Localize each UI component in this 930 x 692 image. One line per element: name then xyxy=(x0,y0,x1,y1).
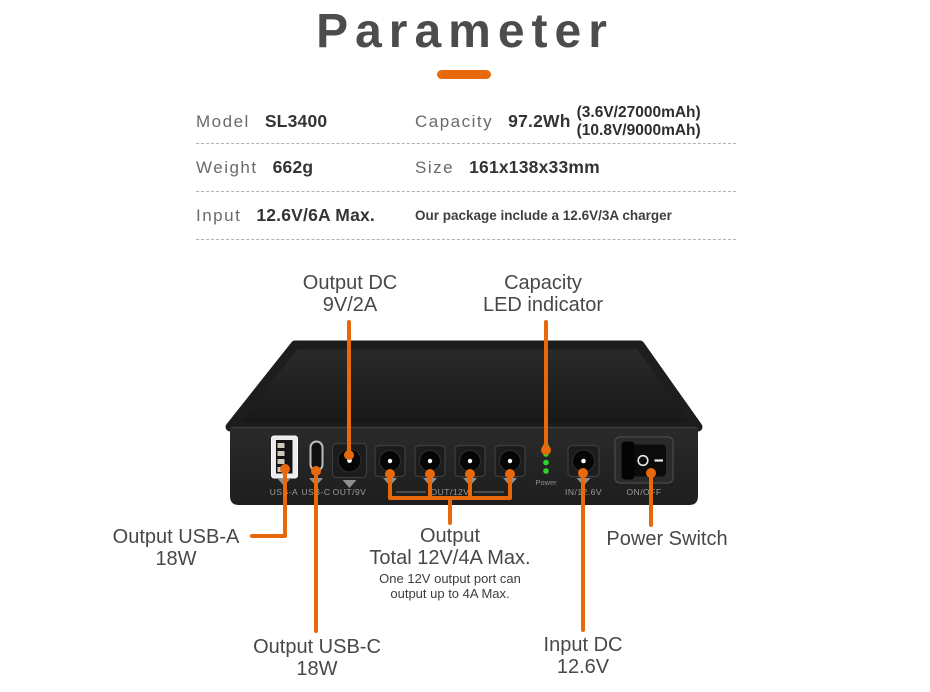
page-title: Parameter xyxy=(316,5,614,58)
in-12v-port-label: IN/12.6V xyxy=(565,487,602,497)
dc-out-12v-jack-4 xyxy=(494,444,526,478)
switch-off-symbol xyxy=(637,454,649,467)
size-label: Size xyxy=(415,157,455,177)
device-illustration: Power USB-A xyxy=(225,340,703,505)
usb-a-port-label: USB-A xyxy=(270,487,298,497)
input-value: 12.6V/6A Max. xyxy=(256,205,375,225)
callout-output-dc: Output DC 9V/2A xyxy=(302,272,398,316)
spec-row-model-capacity: Model SL3400 Capacity 97.2Wh (3.6V/27000… xyxy=(196,100,736,144)
model-value: SL3400 xyxy=(264,111,328,131)
capacity-label: Capacity xyxy=(415,111,494,131)
package-note: Our package include a 12.6V/3A charger xyxy=(415,208,672,223)
callout-usb-c: Output USB-C 18W xyxy=(253,636,381,680)
usb-c-port xyxy=(309,440,324,472)
dc-out-12v-jacks xyxy=(374,444,526,478)
power-led-label: Power xyxy=(535,478,557,487)
power-switch xyxy=(614,436,674,484)
device-top-face xyxy=(225,340,703,432)
weight-value: 662g xyxy=(272,157,314,177)
model-label: Model xyxy=(196,111,250,131)
callout-capacity-led: Capacity LED indicator xyxy=(482,272,604,316)
onoff-port-label: ON/OFF xyxy=(626,487,661,497)
usb-c-port-label: USB-C xyxy=(302,487,331,497)
input-label: Input xyxy=(196,205,242,225)
dc-in-jack xyxy=(567,444,600,478)
callout-input-dc: Input DC 12.6V xyxy=(543,634,623,678)
callout-out12v: Output Total 12V/4A Max. One 12V output … xyxy=(369,525,531,601)
spec-table: Model SL3400 Capacity 97.2Wh (3.6V/27000… xyxy=(196,100,736,240)
dc-out-12v-jack-3 xyxy=(454,444,486,478)
weight-label: Weight xyxy=(196,157,258,177)
out-9v-port-label: OUT/9V xyxy=(333,487,367,497)
spec-row-input: Input 12.6V/6A Max. Our package include … xyxy=(196,192,736,240)
callout-power-switch: Power Switch xyxy=(606,528,728,550)
capacity-detail-line2: (10.8V/9000mAh) xyxy=(576,121,701,139)
title-underline-accent xyxy=(437,70,491,79)
spec-row-weight-size: Weight 662g Size 161x138x33mm xyxy=(196,144,736,192)
size-value: 161x138x33mm xyxy=(469,157,600,177)
dc-out-12v-jack-1 xyxy=(374,444,406,478)
capacity-value: 97.2Wh xyxy=(508,111,571,131)
callout-out12v-note: One 12V output port can output up to 4A … xyxy=(379,571,521,601)
usb-a-port xyxy=(271,435,298,479)
capacity-detail: (3.6V/27000mAh) (10.8V/9000mAh) xyxy=(577,104,701,140)
callout-usb-a: Output USB-A 18W xyxy=(112,526,240,570)
switch-rocker-edge xyxy=(621,441,635,480)
out-12v-port-label: OUT/12V xyxy=(431,487,470,497)
capacity-detail-line1: (3.6V/27000mAh) xyxy=(576,103,701,121)
dc-out-12v-jack-2 xyxy=(414,444,446,478)
dc-out-9v-jack xyxy=(331,442,368,479)
